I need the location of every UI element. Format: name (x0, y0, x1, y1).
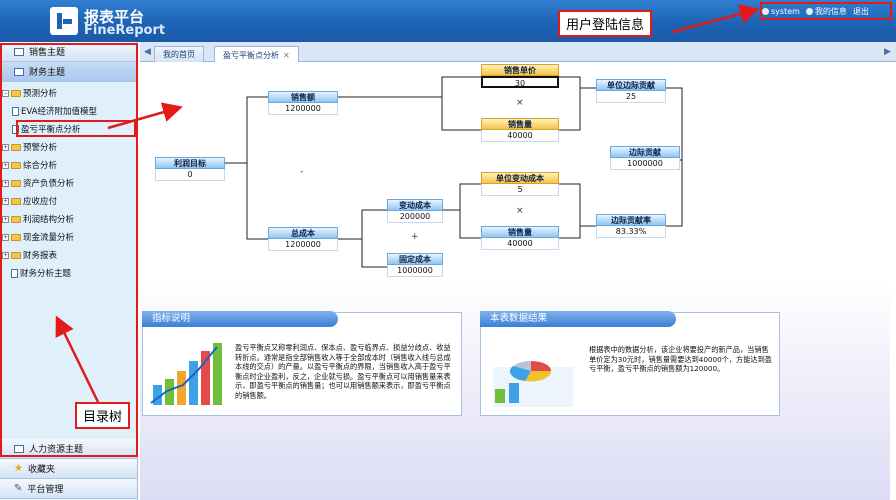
expand-icon[interactable]: + (2, 215, 9, 223)
operator-times-bottom: × (516, 206, 524, 216)
panel-description-text: 盈亏平衡点又称零利润点、保本点、盈亏临界点、损益分歧点、收益转折点。通常是指全部… (235, 343, 451, 400)
pie-chart-illustration-icon (485, 333, 581, 411)
connector-lines (225, 76, 683, 268)
profile-icon (805, 7, 813, 15)
tab-home[interactable]: 我的首页 (154, 46, 204, 62)
node-total-cost: 总成本 1200000 (268, 227, 338, 251)
user-info-bar: system 我的信息 退出 (762, 4, 890, 18)
user-icon (762, 7, 769, 15)
tree-item-forecast[interactable]: −预测分析 (2, 89, 58, 99)
tree-item-statements[interactable]: +财务报表 (2, 251, 58, 261)
section-favorites[interactable]: ★收藏夹 (0, 459, 137, 479)
tab-scroll-left-icon[interactable]: ◀ (144, 47, 151, 57)
folder-icon (11, 89, 21, 97)
section-icon (14, 444, 24, 453)
section-finance[interactable]: 财务主题 (0, 62, 137, 82)
report-icon (12, 124, 19, 134)
expand-icon[interactable]: + (2, 143, 9, 151)
node-unit-variable-cost: 单位变动成本 5 (481, 172, 559, 196)
section-sales[interactable]: 销售主题 (0, 42, 137, 62)
directory-tree-highlight (0, 43, 138, 457)
node-variable-cost: 变动成本 200000 (387, 199, 443, 223)
tree-item-warning[interactable]: +预警分析 (2, 143, 58, 153)
breakeven-item-highlight (16, 120, 136, 137)
panel-result-text: 根据表中的数据分析，该企业将要投产的新产品，当销售单价定为30元时，销售量需要达… (589, 345, 772, 373)
node-fixed-cost: 固定成本 1000000 (387, 253, 443, 277)
unit-price-input[interactable]: 30 (481, 76, 559, 88)
tree-item-eva[interactable]: EVA经济附加值模型 (0, 102, 137, 120)
section-platform-admin[interactable]: ✎平台管理 (0, 479, 137, 499)
wrench-icon: ✎ (14, 483, 23, 494)
collapse-icon[interactable]: − (2, 89, 9, 97)
callout-directory-tree: 目录树 (75, 402, 131, 429)
user-name[interactable]: system (762, 7, 800, 16)
folder-icon (11, 197, 21, 205)
report-canvas: 利润目标 0 销售额 1200000 销售单价 30 × 销售量 40000 单… (140, 62, 890, 500)
expand-icon[interactable]: + (2, 179, 9, 187)
node-profit-target: 利润目标 0 (155, 157, 225, 181)
tab-breakeven[interactable]: 盈亏平衡点分析✕ (214, 46, 299, 63)
star-icon: ★ (14, 463, 23, 474)
tree-item-profit-structure[interactable]: +利润结构分析 (2, 215, 75, 225)
folder-icon (11, 251, 21, 259)
my-info-link[interactable]: 我的信息 (805, 6, 847, 17)
node-sales-qty-top: 销售量 40000 (481, 118, 559, 142)
node-unit-price: 销售单价 30 (481, 64, 559, 88)
folder-icon (11, 179, 21, 187)
folder-icon (11, 161, 21, 169)
node-sales: 销售额 1200000 (268, 91, 338, 115)
node-unit-margin: 单位边际贡献 25 (596, 79, 666, 103)
tree-item-finance-theme[interactable]: 财务分析主题 (0, 264, 137, 282)
folder-icon (11, 215, 21, 223)
panel-data-result: 本表数据结果 根据表中的数据分析，该企业将要投产的新产品，当销售单价定为30元时… (480, 311, 780, 416)
panel-indicator-description: 指标说明 盈亏平衡点又称零利润点、保本点、盈亏临界点、损益分歧点、收益转折点。通… (142, 311, 462, 416)
expand-icon[interactable]: + (2, 251, 9, 259)
tab-scroll-right-icon[interactable]: ▶ (884, 47, 891, 57)
expand-icon[interactable]: + (2, 197, 9, 205)
panel-title: 本表数据结果 (480, 311, 676, 327)
logo-subtitle: FineReport (84, 23, 166, 38)
expand-icon[interactable]: + (2, 161, 9, 169)
bar-chart-illustration-icon (147, 333, 227, 411)
tree-item-balance[interactable]: +资产负债分析 (2, 179, 75, 189)
node-margin-rate: 边际贡献率 83.33% (596, 214, 666, 238)
tree-item-breakeven[interactable]: 盈亏平衡点分析 (0, 120, 137, 138)
tree-item-comprehensive[interactable]: +综合分析 (2, 161, 58, 171)
folder-icon (11, 233, 21, 241)
operator-plus: + (411, 232, 419, 242)
section-icon (14, 47, 24, 56)
node-margin: 边际贡献 1000000 (610, 146, 680, 170)
tree-item-receivable[interactable]: +应收应付 (2, 197, 58, 207)
report-icon (12, 106, 19, 116)
panel-title: 指标说明 (142, 311, 338, 327)
logout-link[interactable]: 退出 (852, 6, 869, 16)
report-icon (11, 268, 18, 278)
logo-title: 报表平台 (84, 8, 145, 26)
operator-minus: - (300, 167, 304, 177)
operator-times-top: × (516, 98, 524, 108)
close-icon[interactable]: ✕ (283, 50, 290, 60)
section-hr[interactable]: 人力资源主题 (0, 439, 137, 459)
tree-item-cashflow[interactable]: +现金流量分析 (2, 233, 75, 243)
node-sales-qty-bottom: 销售量 40000 (481, 226, 559, 250)
folder-icon (11, 143, 21, 151)
logo-icon (50, 7, 78, 35)
expand-icon[interactable]: + (2, 233, 9, 241)
tab-bar: ◀ 我的首页 盈亏平衡点分析✕ ▶ (140, 42, 896, 63)
callout-user-login-info: 用户登陆信息 (558, 10, 653, 37)
user-info-highlight (760, 2, 892, 20)
section-icon (14, 67, 24, 76)
